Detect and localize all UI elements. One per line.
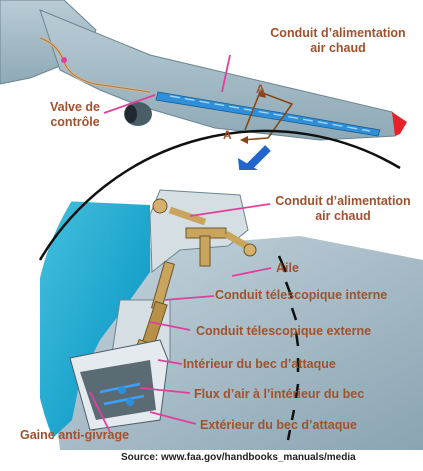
wing-overview [0, 0, 407, 178]
leading-edge-exterior-label: Extérieur du bec d’attaque [200, 418, 357, 432]
leading-edge-duct [155, 91, 381, 137]
anti-ice-sheath-label: Gaine anti-givrage [20, 428, 130, 442]
source-credit: Source: www.faa.gov/handbooks_manuals/me… [121, 452, 356, 463]
detail-leader-lines [89, 203, 272, 433]
outer-telescopic-duct-label: Conduit télescopique externe [196, 324, 372, 338]
hot-air-duct-label-detail: Conduit d’alimentation air chaud [275, 194, 411, 223]
inner-telescopic-duct-label: Conduit télescopique interne [215, 288, 388, 302]
wing-label: Aile [276, 261, 299, 275]
airflow-arrows [99, 382, 145, 406]
detail-view [33, 170, 423, 450]
wingtip [392, 112, 407, 136]
airflow-inside-leading-edge-label: Flux d’air à l’intérieur du bec [194, 387, 365, 401]
section-marker-a-bottom: A [223, 128, 232, 142]
leading-edge-interior-label: Intérieur du bec d’attaque [183, 357, 336, 371]
section-line [244, 90, 294, 139]
hot-air-duct-label-top: Conduit d’alimentation air chaud [270, 26, 406, 55]
section-marker-a-top: A [256, 82, 265, 96]
anti-ice-skin [40, 200, 150, 450]
detail-circle-outline [38, 129, 401, 441]
check-valve-label: Valve de contrôle [49, 100, 101, 129]
wing [39, 9, 405, 141]
